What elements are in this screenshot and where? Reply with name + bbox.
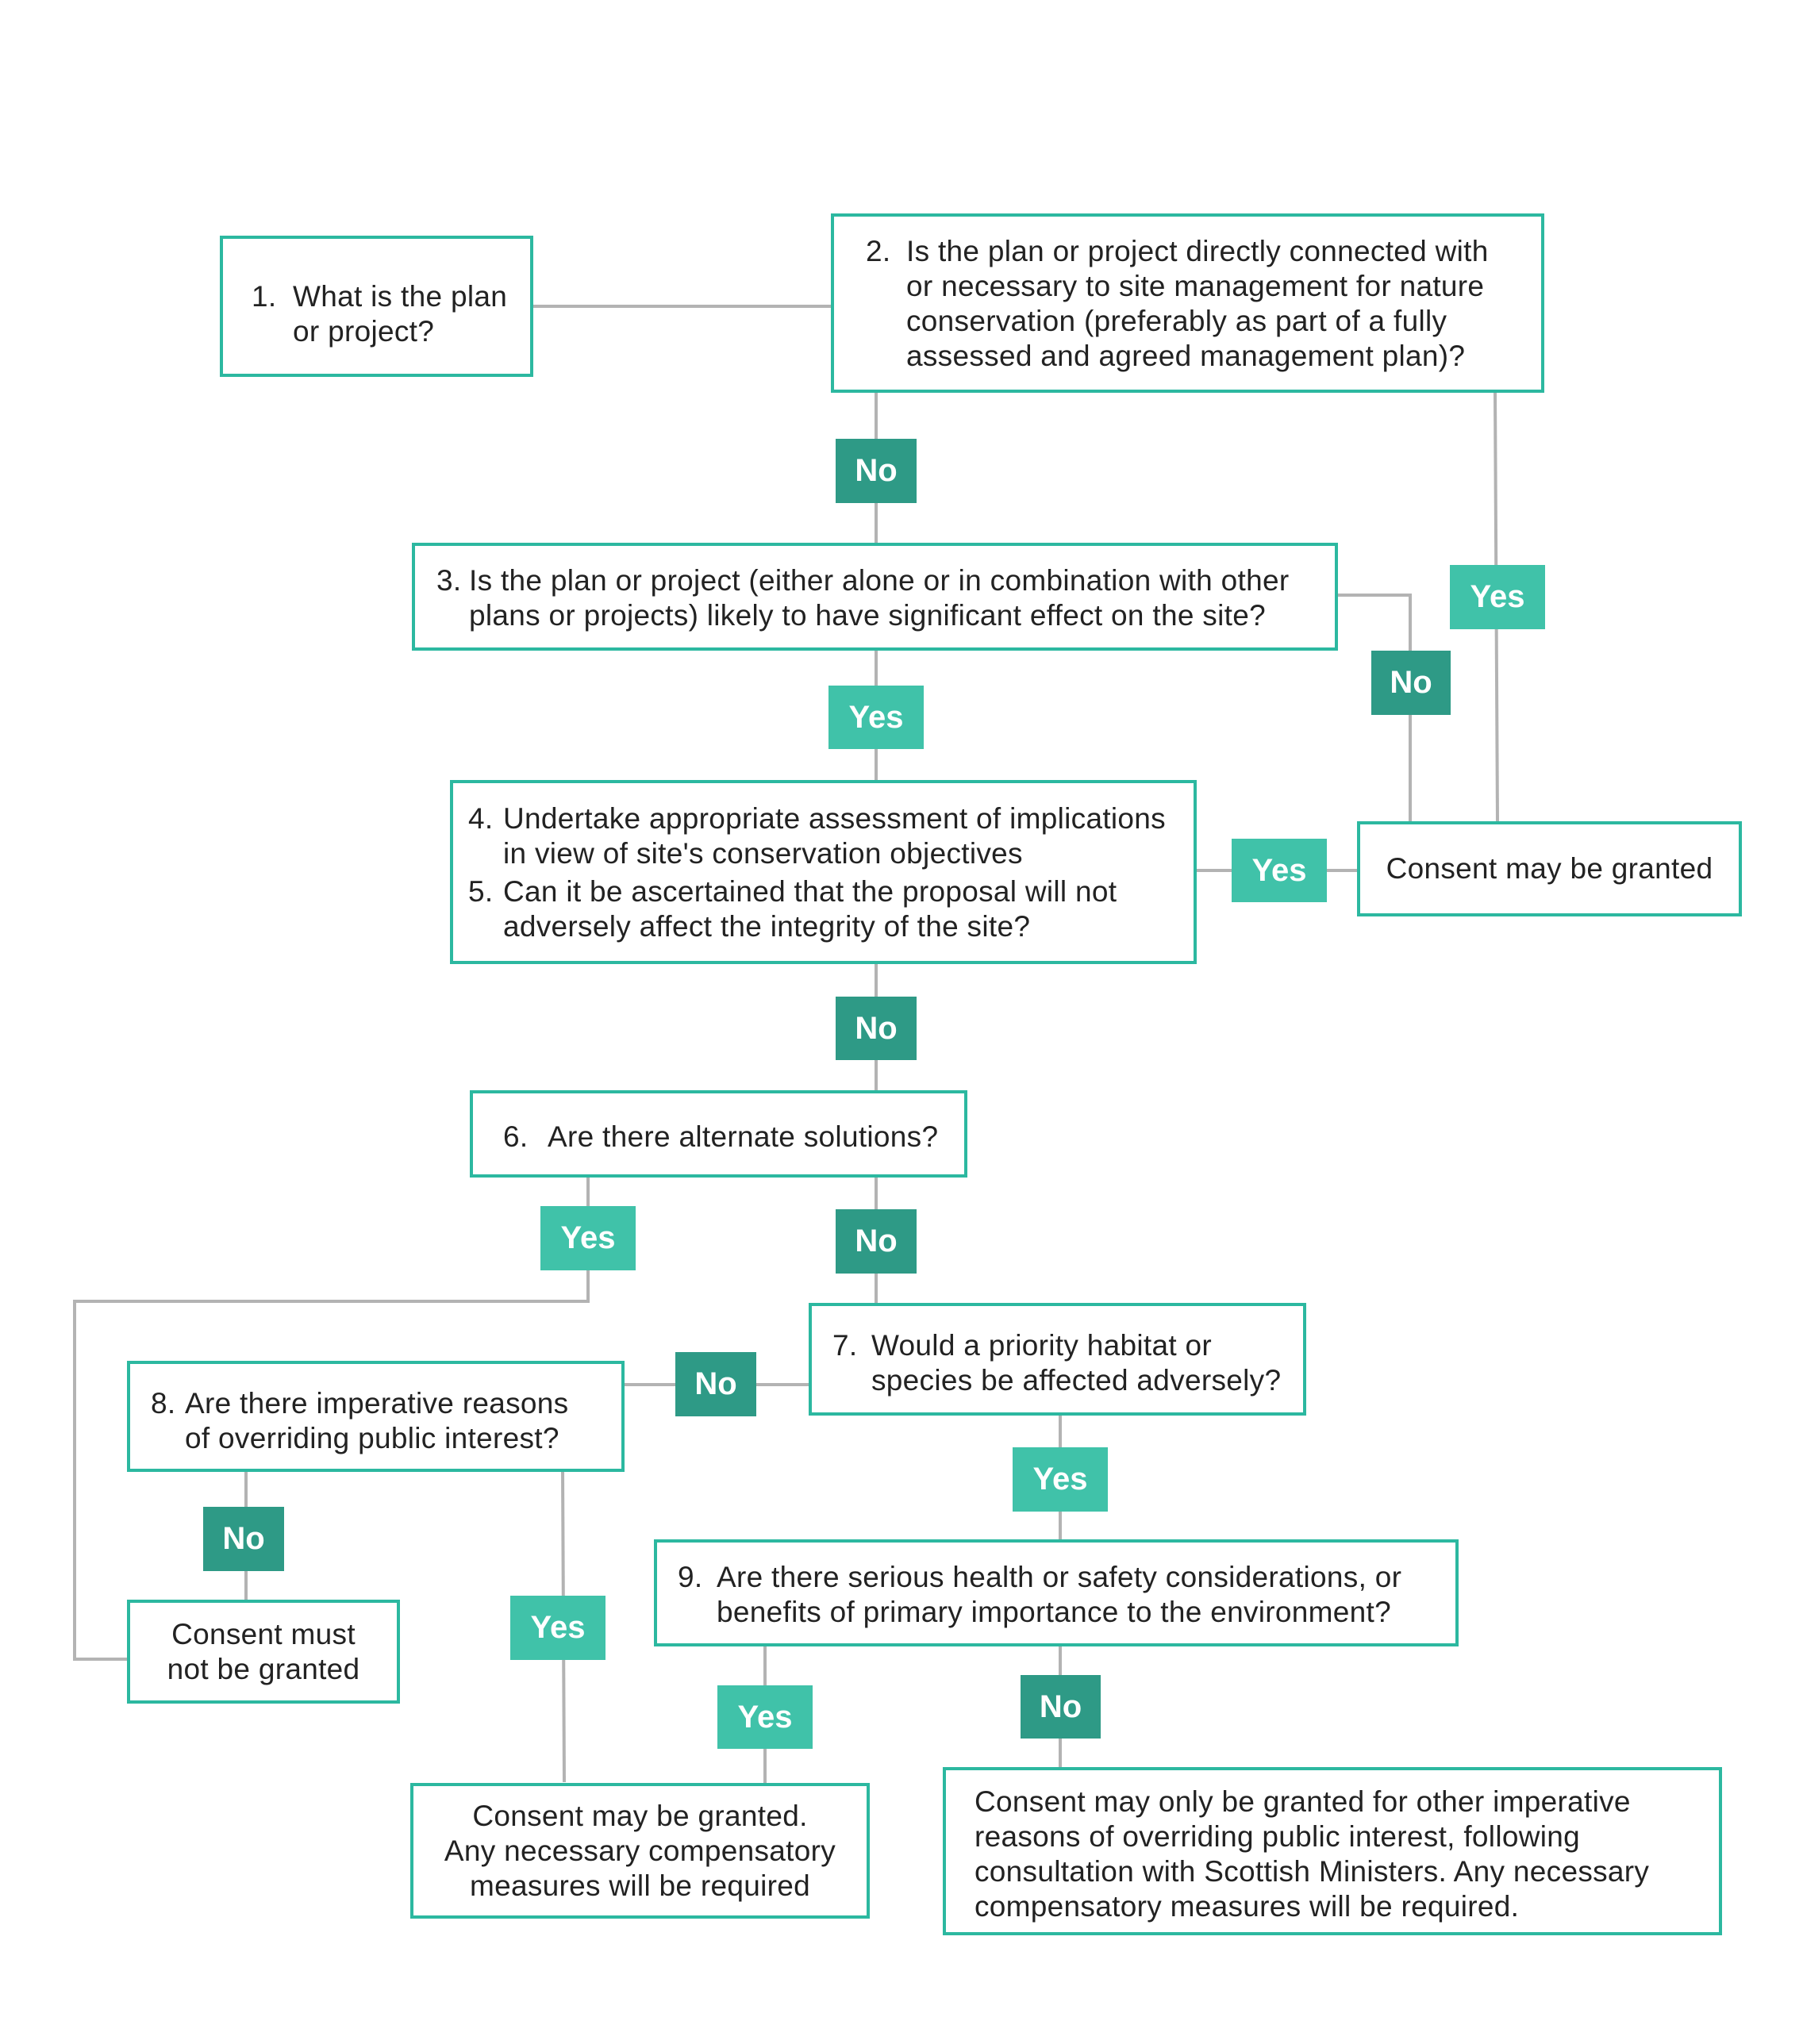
question-7-text: Would a priority habitat or species be a… xyxy=(871,1329,1282,1397)
badge-yes-q6: Yes xyxy=(540,1206,636,1270)
question-6-box: 6. Are there alternate solutions? xyxy=(470,1090,967,1178)
question-8-box: 8. Are there imperative reasons of overr… xyxy=(127,1361,625,1472)
badge-yes-q9: Yes xyxy=(717,1685,813,1749)
question-7-number: 7. xyxy=(832,1329,858,1362)
badge-yes-q7: Yes xyxy=(1013,1447,1108,1512)
consent-ministers-text: Consent may only be granted for other im… xyxy=(975,1785,1650,1923)
question-1-box: 1. What is the plan or project? xyxy=(220,236,533,377)
consent-must-not-be-granted-box: Consent must not be granted xyxy=(127,1600,400,1704)
consent-must-not-line-2: not be granted xyxy=(167,1652,360,1685)
consent-compensatory-box: Consent may be granted. Any necessary co… xyxy=(410,1783,870,1919)
badge-yes-q8: Yes xyxy=(510,1596,605,1660)
question-2-text: Is the plan or project directly connecte… xyxy=(906,235,1489,372)
question-9-number: 9. xyxy=(678,1561,703,1593)
question-9-box: 9. Are there serious health or safety co… xyxy=(654,1539,1459,1646)
badge-no-q9: No xyxy=(1021,1675,1101,1739)
question-3-text: Is the plan or project (either alone or … xyxy=(469,564,1290,632)
question-5-text: Can it be ascertained that the proposal … xyxy=(503,875,1117,943)
question-6-text: Are there alternate solutions? xyxy=(548,1120,939,1153)
question-6-number: 6. xyxy=(503,1120,529,1153)
badge-no-q2: No xyxy=(836,439,917,503)
badge-yes-q2: Yes xyxy=(1450,565,1545,629)
question-4-5-box: 4. Undertake appropriate assessment of i… xyxy=(450,780,1197,964)
question-5-number: 5. xyxy=(468,875,494,908)
connector-q3-no xyxy=(1336,594,1412,822)
consent-may-be-granted-text: Consent may be granted xyxy=(1386,852,1713,885)
question-3-box: 3. Is the plan or project (either alone … xyxy=(412,543,1338,651)
consent-ministers-box: Consent may only be granted for other im… xyxy=(943,1767,1722,1935)
badge-yes-q45: Yes xyxy=(1232,839,1327,902)
consent-compensatory-line-3: measures will be required xyxy=(469,1869,811,1902)
badge-no-q6: No xyxy=(836,1209,917,1274)
question-9-text: Are there serious health or safety consi… xyxy=(717,1561,1402,1628)
question-3-number: 3. xyxy=(436,564,462,597)
question-1-text: What is the plan or project? xyxy=(293,280,508,348)
badge-yes-q3: Yes xyxy=(828,686,924,749)
question-8-text: Are there imperative reasons of overridi… xyxy=(185,1387,569,1454)
badge-no-q7: No xyxy=(675,1352,756,1416)
badge-no-q8: No xyxy=(203,1507,284,1571)
question-7-box: 7. Would a priority habitat or species b… xyxy=(809,1303,1306,1416)
consent-compensatory-line-2: Any necessary compensatory xyxy=(444,1834,836,1867)
question-2-number: 2. xyxy=(866,235,891,267)
consent-compensatory-line-1: Consent may be granted. xyxy=(472,1799,808,1832)
consent-may-be-granted-box: Consent may be granted xyxy=(1357,821,1742,916)
question-8-number: 8. xyxy=(151,1387,176,1420)
consent-must-not-line-1: Consent must xyxy=(171,1617,356,1650)
question-1-number: 1. xyxy=(252,280,277,313)
question-4-number: 4. xyxy=(468,802,494,835)
badge-no-q3: No xyxy=(1371,651,1451,715)
badge-no-q45: No xyxy=(836,997,917,1060)
question-4-text: Undertake appropriate assessment of impl… xyxy=(503,802,1166,870)
question-2-box: 2. Is the plan or project directly conne… xyxy=(831,213,1544,393)
